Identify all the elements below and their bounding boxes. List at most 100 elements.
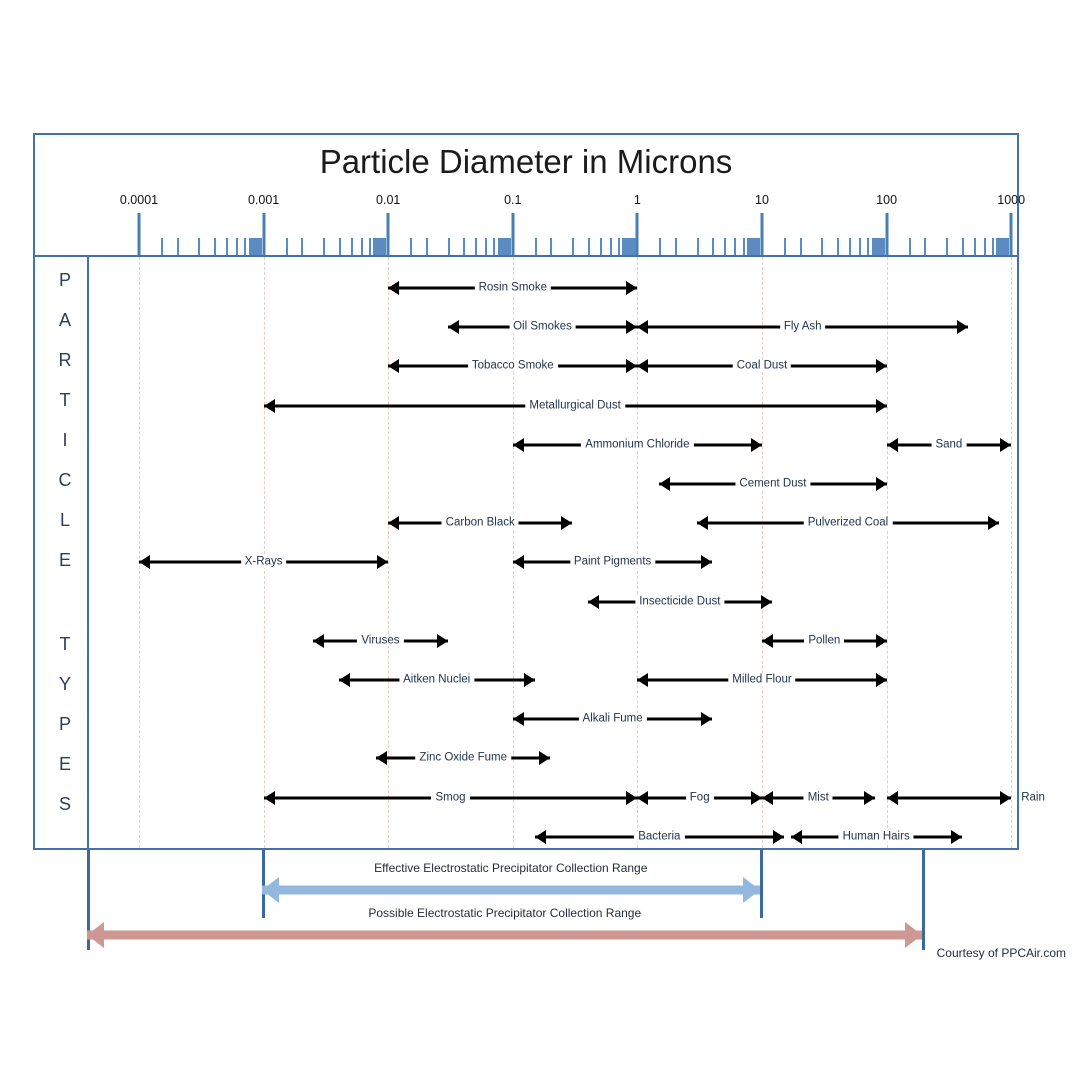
axis-minor-tick [1002,238,1010,255]
range-label: Ammonium Chloride [581,439,694,451]
axis-minor-tick [338,238,341,255]
arrow-head-right-icon [742,877,760,903]
axis-tick-label: 0.1 [504,193,522,207]
range-arrow: Pulverized Coal [696,514,1000,532]
axis-baseline [35,255,1017,257]
axis-minor-tick [659,238,662,255]
axis-minor-tick [497,238,505,255]
range-bar-line [87,930,923,940]
axis-minor-tick [350,238,353,255]
range-arrow: Viruses [313,632,448,650]
range-arrow: Human Hairs [790,828,962,846]
axis-minor-tick [360,238,363,255]
side-letter: P [58,270,71,290]
axis-minor-tick [534,238,537,255]
axis-tick-label: 0.0001 [119,193,159,207]
range-label: Cement Dust [735,478,811,490]
axis-minor-tick [783,238,786,255]
axis-major-tick [511,213,515,255]
axis-minor-tick [248,238,256,255]
range-label: Pollen [804,635,845,647]
arrow-head-left-icon [659,477,671,491]
range-label: Smog [431,791,470,804]
axis-minor-tick [368,238,371,255]
arrow-head-right-icon [875,398,887,413]
arrow-head-right-icon [539,751,551,766]
arrow-head-right-icon [626,320,638,335]
axis-minor-tick [475,238,478,255]
arrow-head-left-icon [587,594,599,609]
arrow-head-left-icon [762,790,773,805]
axis-minor-tick [821,238,824,255]
axis-minor-tick [463,238,466,255]
range-bar-label: Possible Electrostatic Precipitator Coll… [363,906,647,920]
range-label: Bacteria [634,831,685,843]
axis-minor-tick [867,238,870,255]
axis-minor-tick [712,238,715,255]
rule-possible-left [87,850,91,950]
gridline [762,257,763,848]
range-arrow: Fly Ash [637,318,968,336]
range-label: Pulverized Coal [803,517,893,529]
gridline [886,257,888,848]
axis-minor-tick [924,238,927,255]
axis-minor-tick [996,238,1004,255]
arrow-head-right-icon [701,712,713,727]
rule-effective-right [760,850,763,918]
arrow-head-left-icon [447,320,459,335]
gridline [1011,257,1013,848]
range-label: Aitken Nuclei [399,674,475,686]
gridline [139,257,140,848]
axis-minor-tick [742,238,745,255]
axis-minor-tick [599,238,602,255]
arrow-head-right-icon [701,555,713,570]
side-letter: R [58,350,72,370]
arrow-head-left-icon [388,359,400,374]
axis-major-tick [262,213,266,255]
range-bar-line [261,885,760,895]
side-letter: P [58,714,71,734]
range-label: Human Hairs [838,831,914,843]
range-label: Sand [931,439,967,451]
range-arrow: Milled Flour [637,671,887,689]
arrow-head-left-icon [696,516,708,531]
arrow-head-left-icon [886,437,898,452]
range-arrow: Ammonium Chloride [512,436,762,454]
axis-minor-tick [609,238,612,255]
axis-minor-tick [410,238,413,255]
rule-possible-right [922,850,926,950]
arrow-head-right-icon [772,829,784,844]
axis-minor-tick [301,238,304,255]
axis-minor-tick [235,238,238,255]
gridline [263,257,265,848]
arrow-head-left-icon [388,281,400,295]
arrow-head-left-icon [637,790,649,805]
side-letter: E [58,550,71,570]
arrow-head-right-icon [626,359,638,374]
arrow-head-left-icon [790,829,802,844]
range-arrow: Metallurgical Dust [263,397,887,415]
axis-minor-tick [447,238,450,255]
arrow-head-left-icon [263,790,275,805]
range-label: Rosin Smoke [474,282,551,294]
arrow-head-right-icon [956,320,968,335]
axis-major-tick [137,213,141,255]
axis-minor-tick [849,238,852,255]
arrow-head-left-icon [637,320,649,335]
arrow-head-left-icon [388,516,400,531]
arrow-head-left-icon [139,555,150,570]
range-label: Alkali Fume [578,713,647,725]
range-arrow: Rain [886,789,1045,807]
arrow-head-left-icon [376,751,388,766]
axis-minor-tick [858,238,861,255]
axis-minor-tick [176,238,179,255]
axis-minor-tick [973,238,976,255]
range-label: Mist [803,791,833,804]
axis-minor-tick [485,238,488,255]
range-label: Metallurgical Dust [525,399,625,412]
range-label: Insecticide Dust [635,595,725,608]
axis-minor-tick [244,238,247,255]
